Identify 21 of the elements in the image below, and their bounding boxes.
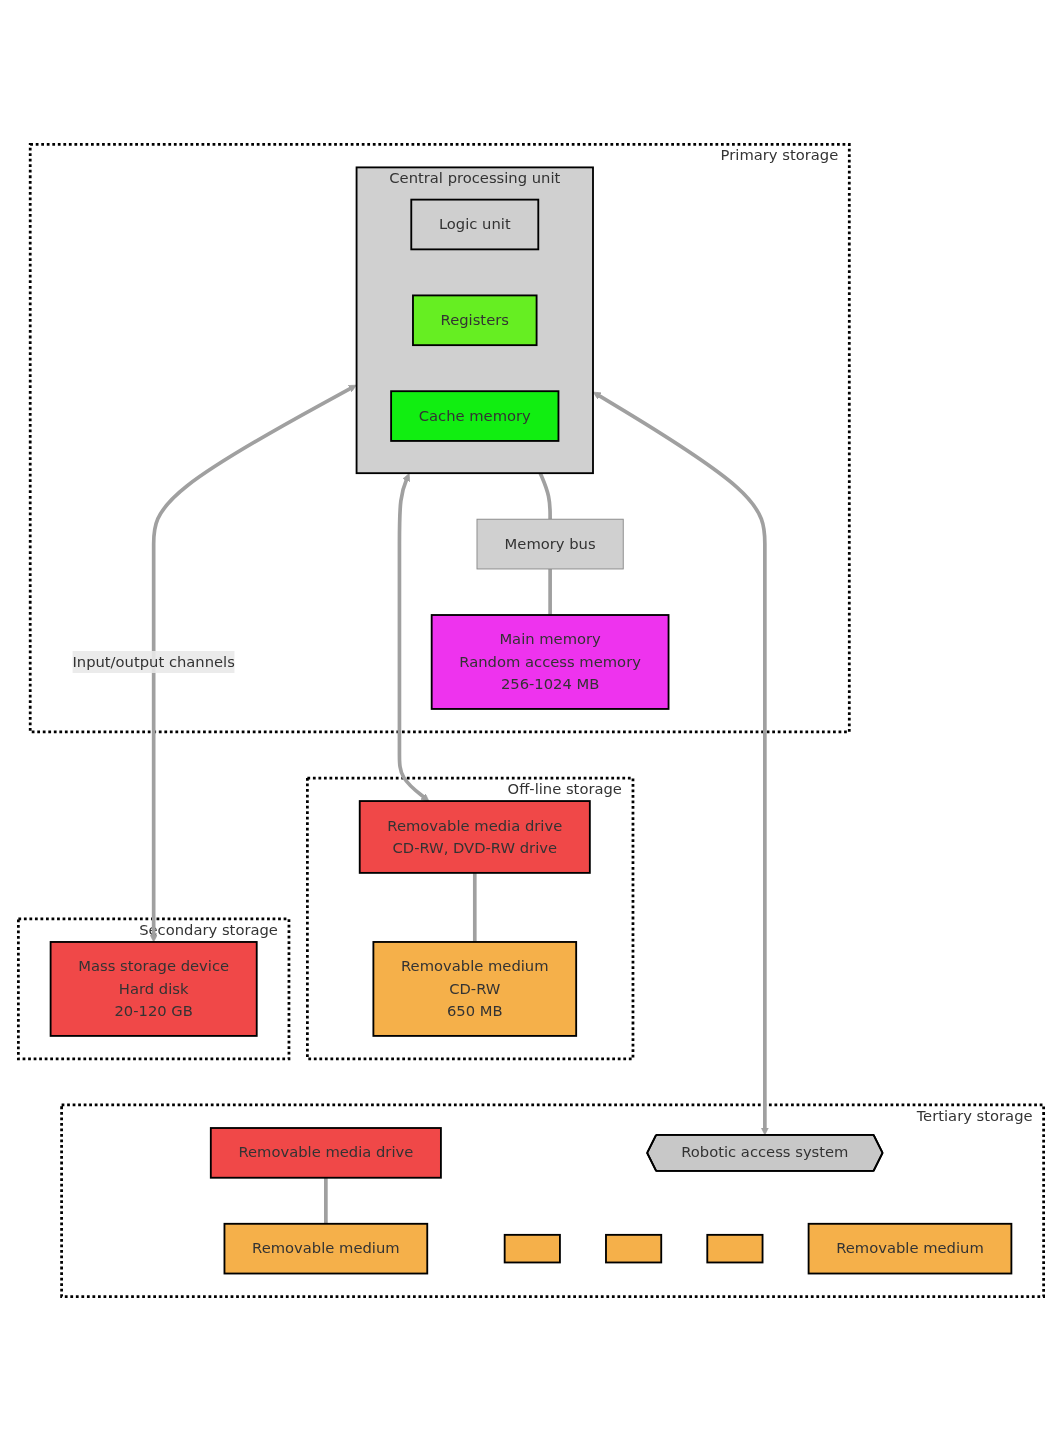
connector bbox=[324, 1177, 328, 1224]
node-box: Removable medium CD-RW 650 MB bbox=[372, 940, 578, 1037]
node-box: Removable media drive CD-RW, DVD-RW drive bbox=[358, 799, 591, 874]
node-box bbox=[706, 1233, 764, 1263]
connector bbox=[538, 471, 552, 519]
edge-label: Input/output channels bbox=[72, 652, 235, 670]
connector bbox=[548, 568, 552, 615]
node-box: Logic unit bbox=[410, 198, 540, 250]
connector bbox=[472, 872, 477, 942]
node-box: Main memory Random access memory 256-1024 MB bbox=[430, 613, 670, 710]
node-box: Mass storage device Hard disk 20-120 GB bbox=[49, 940, 258, 1037]
node-box: Removable medium bbox=[807, 1222, 1013, 1274]
node-box bbox=[605, 1233, 663, 1263]
node-box: Cache memory bbox=[390, 389, 560, 442]
node-box bbox=[503, 1233, 561, 1263]
arrow bbox=[397, 472, 430, 801]
node-box: Registers bbox=[412, 294, 538, 346]
node-box: Removable media drive bbox=[209, 1126, 442, 1179]
arrow bbox=[149, 384, 357, 942]
node-box: Memory bus bbox=[476, 518, 624, 569]
node-box: Removable medium bbox=[223, 1222, 429, 1274]
